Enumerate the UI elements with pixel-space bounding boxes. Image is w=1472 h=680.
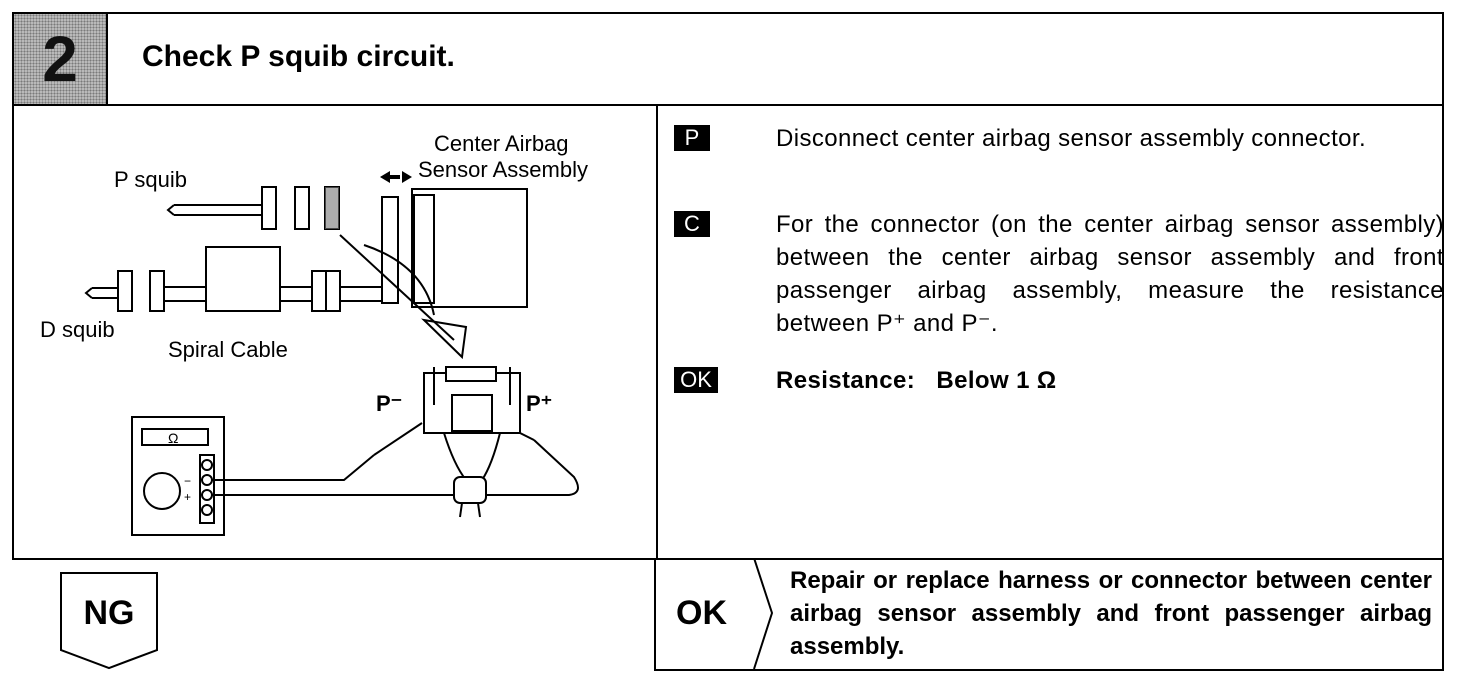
meter-minus-label: − xyxy=(184,474,191,488)
ok-action-text: Repair or replace harness or connector b… xyxy=(790,567,1432,660)
wiring-diagram: Center Airbag Sensor Assembly P squib D … xyxy=(40,131,588,536)
label-d-squib: D squib xyxy=(40,317,115,342)
instruction-text: Disconnect center airbag sensor assembly… xyxy=(776,125,1367,152)
tag-p-icon: P xyxy=(674,125,710,151)
ng-result: NG xyxy=(60,572,158,670)
ng-pentagon-icon: NG xyxy=(60,572,158,670)
label-p-plus: P⁺ xyxy=(526,391,552,416)
label-p-minus: P⁻ xyxy=(376,391,402,416)
panel-divider xyxy=(656,105,658,558)
label-spiral-cable: Spiral Cable xyxy=(168,337,288,362)
step-number-box: 2 xyxy=(14,14,108,104)
meter-plus-label: + xyxy=(184,490,191,504)
ok-result: OK Repair or replace harness or connecto… xyxy=(654,558,1444,671)
tag-c-icon: C xyxy=(674,211,710,237)
tag-ok-icon: OK xyxy=(674,367,718,393)
instruction-text: For the connector (on the center airbag … xyxy=(776,211,1444,337)
label-center-airbag-1: Center Airbag xyxy=(434,131,569,156)
step-header: 2 Check P squib circuit. xyxy=(12,12,1444,106)
label-p-squib: P squib xyxy=(114,167,187,192)
ok-chevron-icon xyxy=(753,558,774,669)
ok-label: OK xyxy=(676,594,727,632)
step-number: 2 xyxy=(42,23,78,95)
main-panel: Center Airbag Sensor Assembly P squib D … xyxy=(12,105,1444,560)
ng-label: NG xyxy=(84,594,135,632)
step-title: Check P squib circuit. xyxy=(142,40,455,73)
meter-ohm-label: Ω xyxy=(168,430,178,446)
label-center-airbag-2: Sensor Assembly xyxy=(418,157,588,182)
circuit-illustration: Center Airbag Sensor Assembly P squib D … xyxy=(14,105,656,558)
resistance-spec: Resistance: Below 1 Ω xyxy=(776,367,1057,394)
